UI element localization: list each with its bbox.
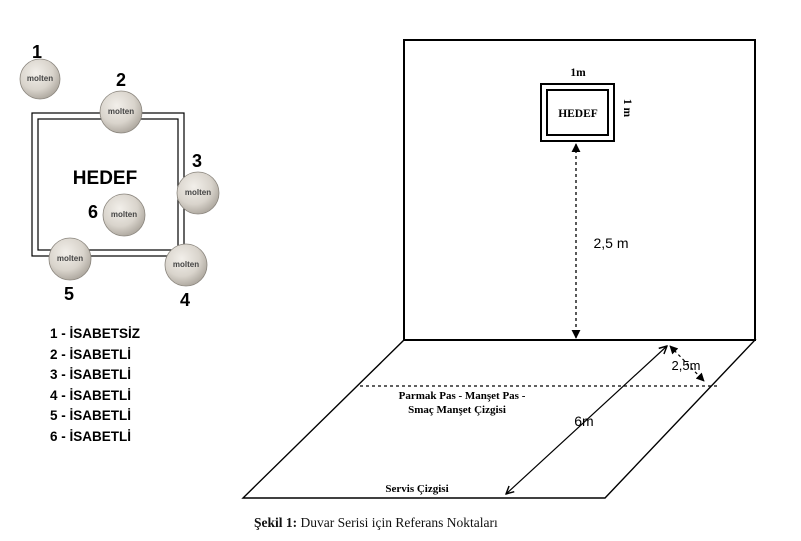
floor: [241, 339, 757, 499]
ball-number-6: 6: [88, 202, 98, 222]
legend-item: 6 - İSABETLİ: [50, 428, 132, 444]
wall-target-outer: [540, 83, 615, 142]
wall-target-inner: [546, 89, 609, 136]
ball-brand: molten: [185, 188, 211, 197]
front-line-label-1: Parmak Pas - Manşet Pas -: [399, 390, 526, 402]
service-distance-arrow: [506, 346, 667, 494]
ball-number-1: 1: [32, 42, 42, 62]
wall-target-label: HEDEF: [558, 108, 598, 120]
ball-brand: molten: [111, 210, 137, 219]
ball-brand: molten: [173, 260, 199, 269]
ball-number-5: 5: [64, 284, 74, 304]
ball-number-4: 4: [180, 290, 190, 310]
ball-2-icon: molten: [99, 90, 143, 134]
front-line-label-2: Smaç Manşet Çizgisi: [408, 404, 506, 416]
wall-diagram: HEDEF 1m 1 m 2,5 m Parmak Pas - Manşet P…: [241, 39, 757, 499]
legend-item: 1 - İSABETSİZ: [50, 326, 141, 341]
target-height-label: 1 m: [621, 99, 633, 118]
ball-5-icon: molten: [48, 237, 92, 281]
height-label: 2,5 m: [593, 235, 628, 251]
figure-caption: Şekil 1: Duvar Serisi için Referans Nokt…: [254, 515, 498, 531]
result-legend: 1 - İSABETSİZ 2 - İSABETLİ 3 - İSABETLİ …: [50, 324, 140, 447]
caption-text: Duvar Serisi için Referans Noktaları: [300, 515, 498, 530]
legend-item: 2 - İSABETLİ: [50, 346, 132, 362]
caption-prefix: Şekil 1:: [254, 515, 298, 530]
ball-6-icon: molten: [102, 193, 146, 237]
target-width-label: 1m: [570, 67, 586, 79]
target-panel: HEDEF molten 1 molten 2 molten 3 molten …: [19, 42, 220, 310]
target-label: HEDEF: [73, 168, 137, 189]
service-line-label: Servis Çizgisi: [385, 483, 448, 495]
service-distance-label: 6m: [574, 413, 593, 429]
legend-item: 5 - İSABETLİ: [50, 408, 132, 423]
ball-number-3: 3: [192, 151, 202, 171]
ball-3-icon: molten: [176, 171, 220, 215]
legend-item: 4 - İSABETLİ: [50, 387, 132, 403]
ball-brand: molten: [57, 254, 83, 263]
front-distance-arrow: [669, 345, 705, 382]
ball-4-icon: molten: [164, 243, 208, 287]
legend-item: 3 - İSABETLİ: [50, 367, 132, 382]
front-distance-label: 2,5m: [672, 358, 701, 373]
ball-brand: molten: [108, 107, 134, 116]
ball-1-icon: molten: [19, 58, 61, 100]
ball-number-2: 2: [116, 70, 126, 90]
ball-brand: molten: [27, 74, 53, 83]
